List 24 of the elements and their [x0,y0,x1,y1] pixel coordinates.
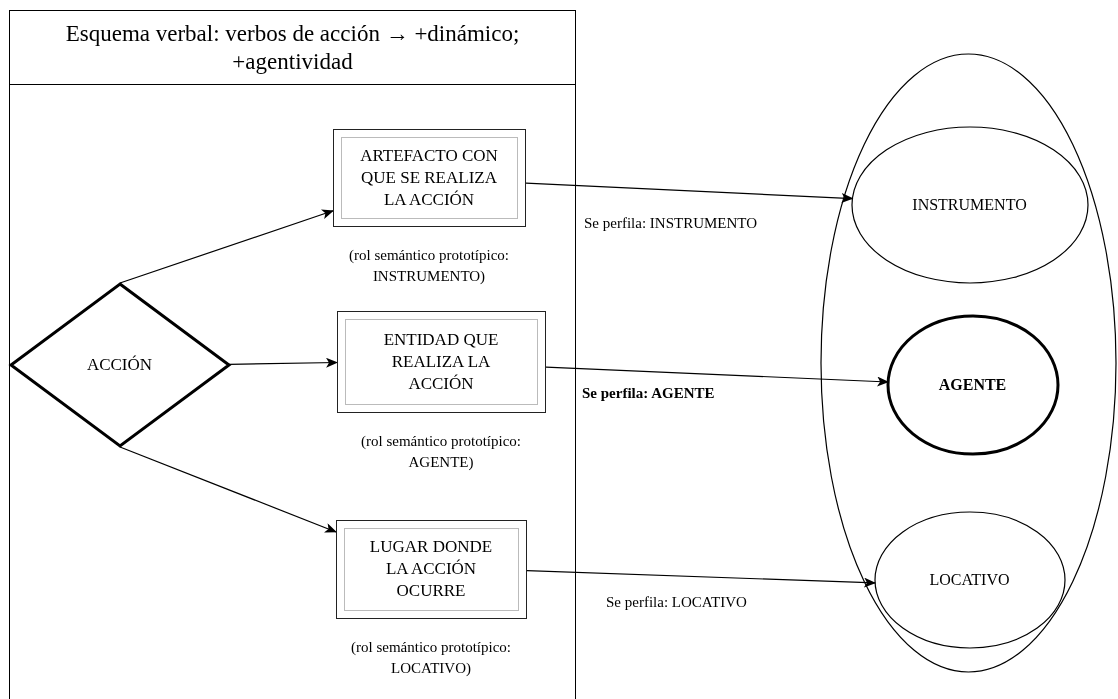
arrow [545,366,890,387]
edge-label: Se perfila: AGENTE [580,385,717,402]
frame-box [9,10,576,699]
arrow [119,446,337,533]
box-label: ARTEFACTO CON QUE SE REALIZA LA ACCIÓN [359,144,499,211]
process-box [336,310,546,413]
node-label: INSTRUMENTO [911,195,1028,214]
arrow [525,182,854,203]
caption-text: (rol semántico prototípico: LOCATIVO) [350,637,512,678]
box-label: LUGAR DONDE LA ACCIÓN OCURRE [368,536,494,602]
edge-label: Se perfila: INSTRUMENTO [582,215,760,232]
frame-heading: Esquema verbal: verbos de acción → +dinámico; +agentividad [10,11,575,85]
edge-label: Se perfila: LOCATIVO [604,594,749,611]
process-box [332,128,526,227]
arrow [228,357,338,368]
caption-text: (rol semántico prototípico: INSTRUMENTO) [348,245,510,286]
node-label: LOCATIVO [928,570,1011,589]
process-box [335,519,527,619]
node-label: ACCIÓN [85,354,154,375]
node-label: AGENTE [937,375,1008,394]
caption-text: (rol semántico prototípico: AGENTE) [360,431,522,472]
arrow [526,570,877,588]
box-label: ENTIDAD QUE REALIZA LA ACCIÓN [382,328,500,395]
arrow [119,209,334,284]
